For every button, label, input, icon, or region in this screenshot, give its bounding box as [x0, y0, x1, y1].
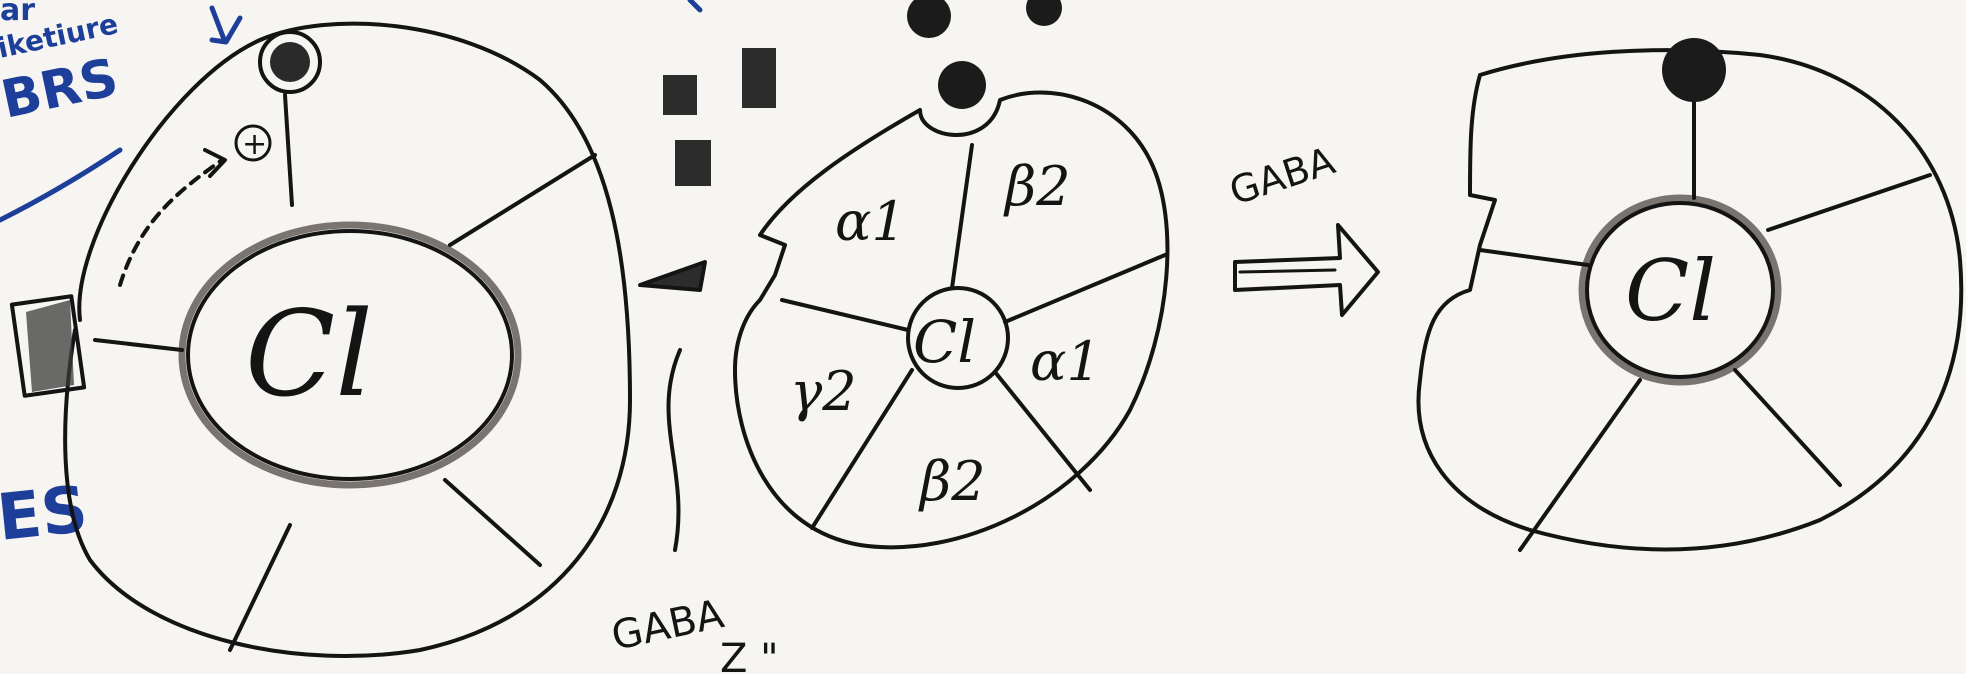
subunit-right: α1: [1030, 330, 1101, 393]
blue-underline: [0, 150, 120, 220]
left-divider-left: [95, 340, 182, 350]
left-divider-top: [285, 95, 292, 205]
middle-divider-right: [1005, 255, 1165, 322]
ligand-dot-2: [1026, 0, 1062, 26]
modulator-square-hatch: [26, 300, 74, 392]
ligand-dot-3: [938, 61, 986, 109]
middle-divider-left: [782, 300, 908, 330]
subunit-left: γ2: [790, 360, 857, 423]
hollow-arrow-inner: [1240, 270, 1335, 272]
subunit-top-right: β2: [1003, 155, 1071, 218]
middle-divider-top: [952, 145, 972, 288]
middle-center-label: Cl: [913, 308, 976, 376]
ligand-dot-1: [907, 0, 951, 38]
arrow-gaba-label: GABA: [1224, 138, 1340, 213]
subunit-top-left: α1: [835, 190, 906, 253]
right-divider-lower-right: [1735, 370, 1840, 485]
plus-symbol: +: [242, 127, 267, 162]
squiggle-line: [669, 350, 680, 550]
left-ligand-fill: [270, 42, 310, 82]
blue-top-text: ar: [0, 0, 35, 28]
blue-top-stroke: [690, 0, 700, 10]
dashed-arrow: [120, 160, 222, 285]
bottom-annotation: GABA Z ": [608, 591, 779, 674]
subunit-bottom: β2: [918, 450, 986, 513]
blue-annotations: ar iketiure BRS ES: [0, 0, 700, 556]
left-edge-label: ES: [0, 473, 91, 556]
left-divider-upper-right: [450, 155, 595, 245]
left-divider-bottom: [230, 525, 290, 650]
right-receptor: Cl: [1418, 38, 1961, 550]
ligand-square-3: [675, 140, 711, 186]
middle-receptor: Cl α1 β2 α1 β2 γ2: [735, 93, 1167, 548]
right-divider-right: [1768, 175, 1930, 230]
bottom-cut-label: Z ": [720, 636, 779, 674]
right-divider-lower-left: [1520, 380, 1640, 550]
transition-arrow: GABA: [1224, 138, 1378, 315]
blue-arrow-mark: [212, 8, 240, 42]
ligand-square-2: [742, 48, 776, 108]
left-receptor: Cl +: [12, 24, 630, 656]
bottom-gaba-label: GABA: [608, 591, 729, 660]
left-divider-lower-right: [445, 480, 540, 565]
right-divider-left: [1480, 250, 1588, 265]
left-center-label: Cl: [245, 285, 373, 423]
right-center-label: Cl: [1625, 242, 1716, 340]
ligand-square-1: [663, 75, 697, 115]
right-bound-ligand: [1662, 38, 1726, 102]
